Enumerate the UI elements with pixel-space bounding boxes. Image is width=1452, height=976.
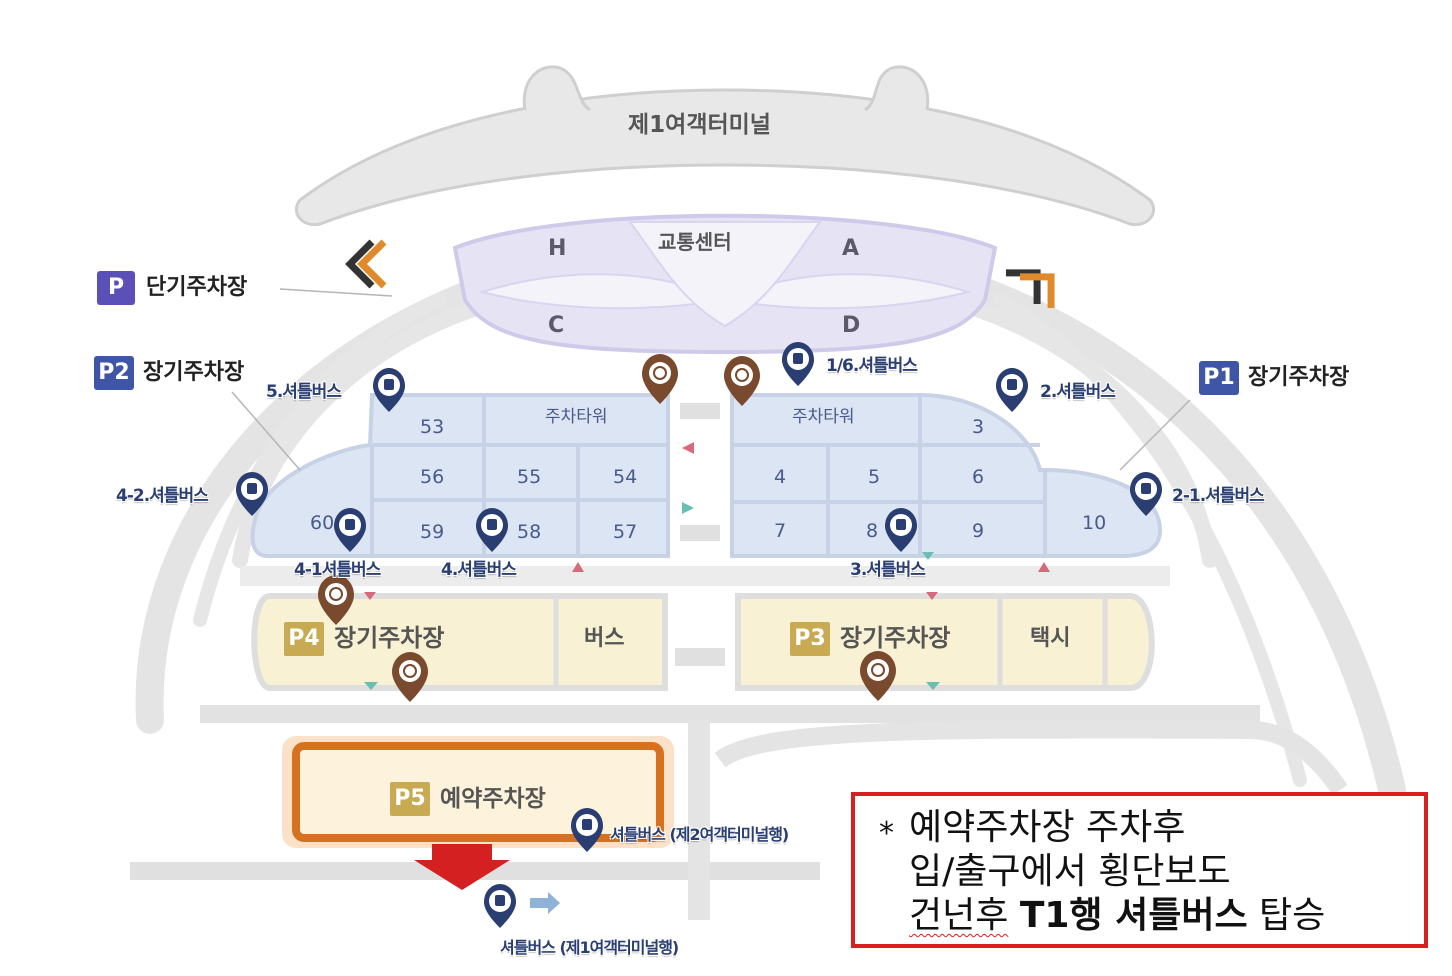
note-line-2: 입/출구에서 횡단보도 [909,851,1231,892]
lot-8: 8 [866,520,879,542]
shuttle-2-label: 2.셔틀버스 [1040,382,1116,402]
terminal-label: 제1여객터미널 [628,112,771,138]
note-line-1: 예약주차장 주차후 [909,807,1186,848]
crosswalk-middle [675,403,725,666]
terminal-pier-right [864,65,930,112]
transport-center-inner-road [478,273,972,310]
road-lower-horizontal [200,705,1260,723]
shuttle-t1-label: 셔틀버스 (제1여객터미널행) [500,938,679,957]
note-bullet: * [879,816,894,851]
map-pin-icon [859,650,897,702]
outer-road-right-branch [993,293,1307,787]
outer-road-left-branch [193,293,447,627]
leader-lines [231,288,1191,471]
p1-label: 장기주차장 [1248,365,1350,390]
taxi-parking-label: 택시 [1030,626,1071,651]
zone-a-label: A [842,236,860,261]
note-board: 탑승 [1259,895,1326,936]
direction-triangles [364,442,1050,690]
shuttle-t2-label: 셔틀버스 (제2여객터미널행) [610,825,789,844]
lot-59: 59 [420,521,445,543]
parking-tower-left: 주차타워 [545,407,608,427]
p1-badge: P1 [1199,361,1239,395]
p5-block [292,742,664,842]
shuttle-4-1-label: 4-1셔틀버스 [294,560,381,580]
p5-label: 예약주차장 [440,786,546,812]
shuttle-1-6-label: 1/6.셔틀버스 [826,356,918,376]
shuttle-3-label: 3.셔틀버스 [850,560,926,580]
lot-3: 3 [972,416,985,438]
p3-badge: P3 [790,622,830,656]
parking-tower-right: 주차타워 [792,407,855,427]
shuttle-4-2-label: 4-2.셔틀버스 [116,486,209,506]
lot-60: 60 [310,512,335,534]
lot-6: 6 [972,466,985,488]
zone-c-label: C [548,313,565,338]
direction-arrow-icon [530,892,560,914]
transport-center-label: 교통센터 [658,230,732,254]
terminal-pier-left [522,65,591,112]
p5-badge: P5 [390,782,430,816]
bus-stop-icon [782,342,814,386]
bus-parking-label: 버스 [584,626,625,651]
lot-9: 9 [972,520,985,542]
lot-4: 4 [774,466,787,488]
shuttle-5-label: 5.셔틀버스 [266,382,342,402]
lot-53: 53 [420,416,445,438]
p3-block [735,593,1155,691]
p3-label: 장기주차장 [840,624,951,652]
lot-grid-lines [370,395,1047,556]
lot-7: 7 [774,520,787,542]
shuttle-4-label: 4.셔틀버스 [441,560,517,580]
exit-arrow-icon [414,844,510,890]
short-term-badge: P [97,271,135,305]
note-line-3: 건넌후 T1행 셔틀버스 탑승 [909,898,1325,934]
bus-stop-icon [996,368,1028,412]
lot-block-right [730,393,1163,558]
shuttle-2-1-label: 2-1.셔틀버스 [1172,486,1265,506]
zone-d-label: D [842,313,861,338]
zone-h-label: H [548,236,567,261]
p2-label: 장기주차장 [143,360,245,385]
short-term-label: 단기주차장 [146,275,248,300]
bus-stop-icon [484,884,516,928]
p4-label: 장기주차장 [334,624,445,652]
instruction-note: * 예약주차장 주차후 입/출구에서 횡단보도 건넌후 T1행 셔틀버스 탑승 [851,792,1428,948]
road-vertical [688,720,710,920]
lot-58: 58 [517,521,542,543]
lot-55: 55 [517,466,542,488]
transport-center-hall [628,221,822,328]
chevron-left-icon [345,239,387,289]
road-under-lots [240,566,1170,586]
note-t1-shuttle: T1행 셔틀버스 [1019,895,1248,936]
p4-badge: P4 [284,622,324,656]
p4-block [251,593,668,691]
lot-54: 54 [613,466,638,488]
p2-badge: P2 [94,356,134,390]
chevron-right-icon [1005,269,1055,309]
lot-5: 5 [868,466,881,488]
note-cross-after: 건넌후 [909,895,1009,936]
terminal-building [294,88,1156,227]
road-lower-right-curve [714,720,1348,796]
lot-56: 56 [420,466,445,488]
map-pin-icon [391,651,429,703]
lot-10: 10 [1082,512,1107,534]
lot-57: 57 [613,521,638,543]
